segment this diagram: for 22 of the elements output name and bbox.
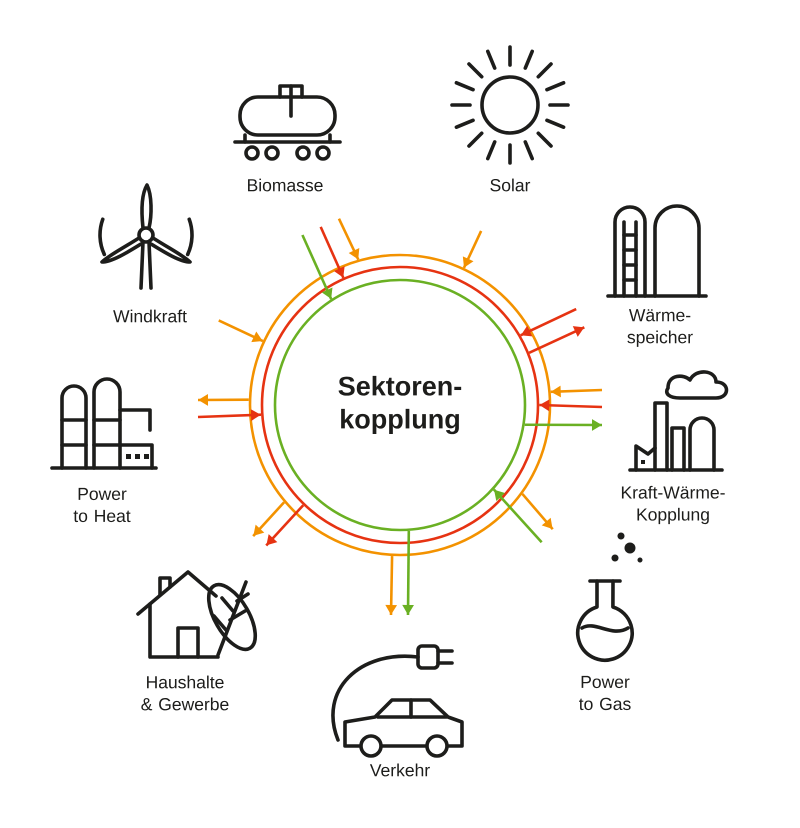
sector-label: Power to Heat bbox=[74, 488, 131, 522]
sector-label: Windkraft bbox=[113, 310, 187, 322]
sector-label: Haushalte & Gewerbe bbox=[141, 676, 228, 710]
arrow bbox=[252, 501, 286, 537]
arrow bbox=[320, 226, 345, 278]
ring bbox=[248, 254, 552, 556]
arrow bbox=[218, 319, 264, 342]
arrow bbox=[528, 326, 585, 354]
arrow bbox=[520, 308, 577, 337]
arrow bbox=[521, 493, 554, 530]
arrow bbox=[301, 234, 332, 300]
sector-label: Solar bbox=[490, 178, 530, 192]
sector-label: Wärme- speicher bbox=[627, 309, 693, 347]
sector-label: Power to Gas bbox=[579, 676, 631, 710]
arrow bbox=[265, 504, 304, 546]
sector-label: Verkehr bbox=[370, 764, 430, 776]
arrow bbox=[338, 218, 360, 260]
arrow bbox=[492, 488, 543, 544]
sector-label: Biomasse bbox=[248, 178, 323, 192]
ring bbox=[260, 266, 540, 544]
arrow bbox=[462, 230, 482, 268]
sector-label: Kraft-Wärme- Kopplung bbox=[622, 486, 725, 524]
